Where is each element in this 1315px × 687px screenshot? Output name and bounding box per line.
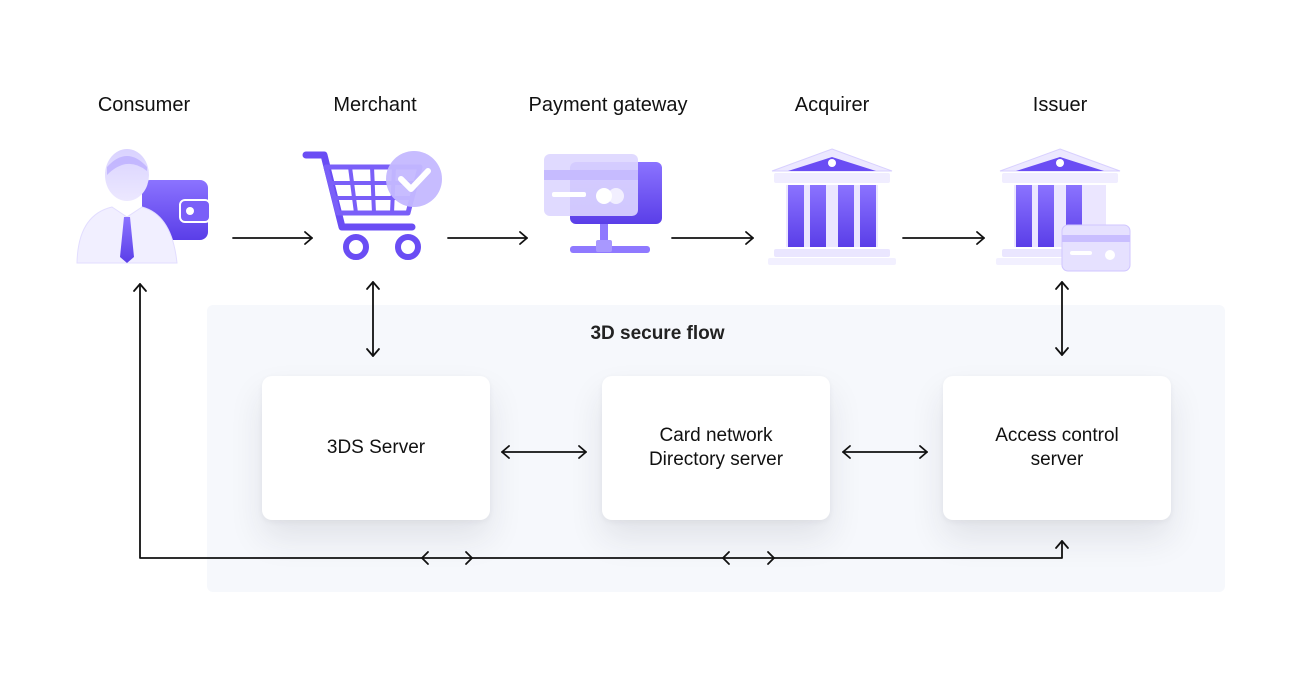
arrow-merchant-to-gateway	[447, 231, 528, 245]
payment-gateway-card-icon	[544, 154, 662, 253]
arrow-merchant-3ds-server	[366, 281, 380, 357]
consumer-wallet-icon	[76, 149, 211, 264]
box-directory-server: Card network Directory server	[602, 376, 830, 520]
arrow-consumer-to-merchant	[232, 231, 313, 245]
arrow-3ds-to-directory	[501, 445, 587, 459]
bank-icon	[768, 148, 896, 265]
box-3ds-server-label: 3DS Server	[326, 437, 426, 458]
box-directory-server-label: Card network Directory server	[648, 425, 784, 470]
bank-card-icon	[996, 148, 1131, 272]
box-access-control-server-label: Access control server	[995, 425, 1119, 470]
actor-label-merchant: Merchant	[333, 94, 417, 116]
box-3ds-server: 3DS Server	[262, 376, 490, 520]
loop-consumer-access-control	[133, 283, 1069, 565]
actor-label-consumer: Consumer	[97, 94, 191, 116]
arrow-issuer-access-control	[1055, 281, 1069, 356]
arrow-directory-to-access-control	[842, 445, 928, 459]
arrow-acquirer-to-issuer	[902, 231, 985, 245]
actor-label-issuer: Issuer	[1032, 94, 1088, 116]
arrow-gateway-to-acquirer	[671, 231, 754, 245]
actor-label-payment-gateway: Payment gateway	[528, 94, 688, 116]
box-access-control-server: Access control server	[943, 376, 1171, 520]
actor-label-acquirer: Acquirer	[794, 94, 870, 116]
shopping-cart-check-icon	[302, 151, 442, 260]
